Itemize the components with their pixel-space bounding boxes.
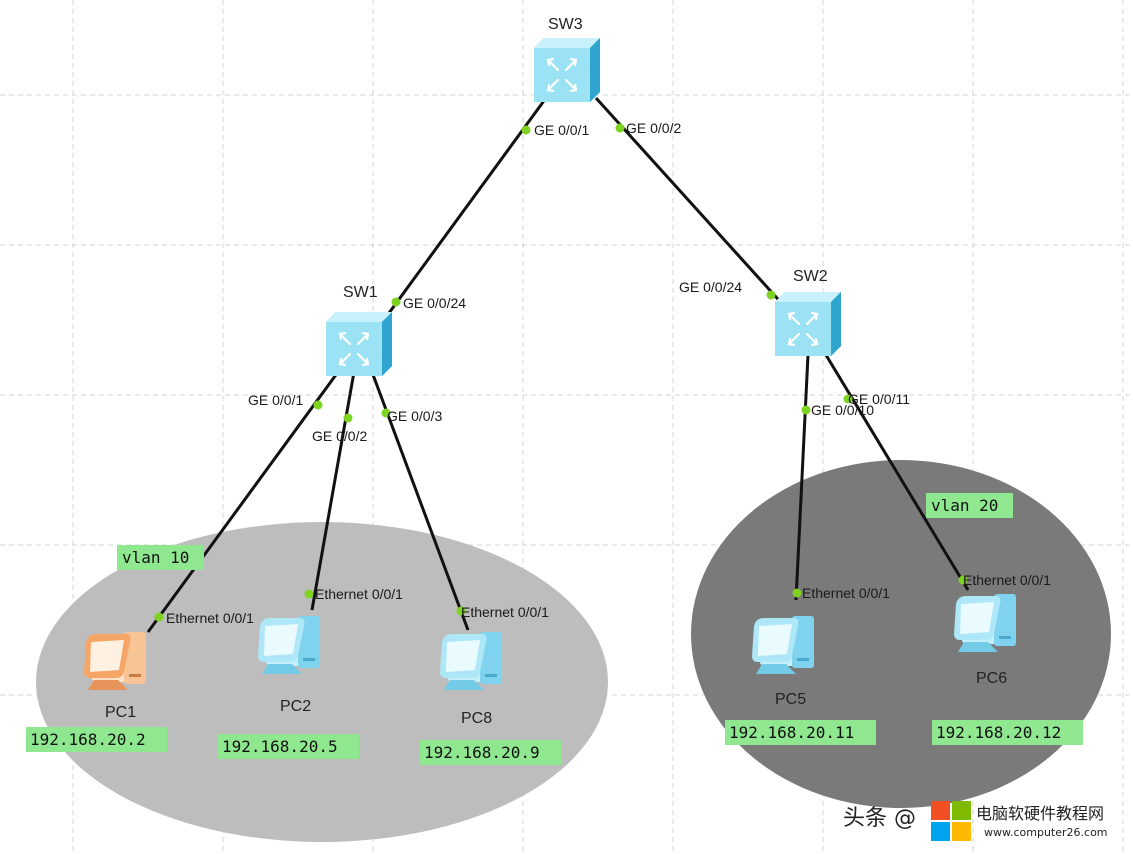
ip-label-pc2: 192.168.20.5 (218, 734, 359, 759)
port-label: GE 0/0/1 (248, 392, 303, 408)
svg-text:192.168.20.9: 192.168.20.9 (424, 743, 540, 762)
pc-label: PC5 (775, 691, 806, 708)
switch-icon (773, 290, 843, 358)
port-label: GE 0/0/11 (848, 391, 910, 407)
switch-sw3[interactable]: SW3 (532, 16, 602, 104)
pc-icon (84, 632, 146, 690)
switch-label: SW3 (548, 16, 583, 33)
svg-text:vlan 10: vlan 10 (122, 548, 189, 567)
port-label: GE 0/0/1 (534, 122, 589, 138)
watermark: 头条 @ 电脑软硬件教程网 www.computer26.com (843, 801, 1108, 841)
port-dot (843, 394, 853, 404)
ip-label-pc6: 192.168.20.12 (932, 720, 1083, 745)
port-dot (391, 297, 401, 307)
port-dot (456, 606, 466, 616)
link-sw2-pc6[interactable] (824, 354, 970, 591)
port-dot (381, 408, 391, 418)
ip-label-pc1: 192.168.20.2 (26, 727, 167, 752)
port-label: Ethernet 0/0/1 (963, 572, 1051, 588)
pc-pc6[interactable]: PC6 (954, 594, 1016, 687)
switch-icon (324, 310, 394, 378)
pc-pc8[interactable]: PC8 (440, 632, 502, 727)
watermark-text: 头条 @ (843, 806, 916, 831)
port-label: Ethernet 0/0/1 (166, 610, 254, 626)
ip-label-pc5: 192.168.20.11 (725, 720, 876, 745)
port-dot (304, 589, 314, 599)
switch-icon (532, 36, 602, 104)
pc-pc5[interactable]: PC5 (752, 616, 814, 708)
vlan20-label: vlan 20 (926, 493, 1013, 518)
watermark-url: www.computer26.com (984, 826, 1108, 839)
port-dots (154, 123, 968, 622)
port-label: GE 0/0/3 (387, 408, 442, 424)
port-label: GE 0/0/24 (679, 279, 742, 295)
link-sw2-pc5[interactable] (794, 354, 810, 601)
port-dot (313, 400, 323, 410)
svg-text:vlan 20: vlan 20 (931, 496, 998, 515)
switch-sw2[interactable]: SW2 (773, 268, 843, 358)
port-label: Ethernet 0/0/1 (802, 585, 890, 601)
svg-text:192.168.20.12: 192.168.20.12 (936, 723, 1061, 742)
port-label: GE 0/0/2 (312, 428, 367, 444)
pc-pc1[interactable]: PC1 (84, 632, 146, 721)
pc-label: PC8 (461, 710, 492, 727)
vlan10-label: vlan 10 (117, 545, 204, 570)
pc-label: PC1 (105, 704, 136, 721)
port-label: GE 0/0/10 (811, 402, 874, 418)
pc-icon (258, 616, 320, 674)
port-dot (792, 588, 802, 598)
pc-icon (954, 594, 1016, 652)
switch-label: SW1 (343, 284, 378, 301)
pc-pc2[interactable]: PC2 (258, 616, 320, 715)
pc-label: PC2 (280, 698, 311, 715)
port-label: GE 0/0/24 (403, 295, 466, 311)
pc-icon (752, 616, 814, 674)
port-dot (958, 575, 968, 585)
link-sw3-sw1[interactable] (360, 97, 548, 351)
ip-label-pc8: 192.168.20.9 (420, 740, 561, 765)
port-dot (801, 405, 811, 415)
link-sw1-pc2[interactable] (310, 371, 356, 611)
svg-text:192.168.20.5: 192.168.20.5 (222, 737, 338, 756)
switch-sw1[interactable]: SW1 (324, 284, 394, 378)
port-label: Ethernet 0/0/1 (461, 604, 549, 620)
windows-logo-icon (931, 801, 971, 841)
switch-label: SW2 (793, 268, 828, 285)
port-dot (343, 413, 353, 423)
link-sw3-sw2[interactable] (594, 96, 797, 320)
port-dot (766, 290, 776, 300)
port-label: GE 0/0/2 (626, 120, 681, 136)
port-dot (154, 612, 164, 622)
port-dot (615, 123, 625, 133)
port-dot (521, 125, 531, 135)
watermark-site: 电脑软硬件教程网 (976, 804, 1104, 823)
svg-text:192.168.20.11: 192.168.20.11 (729, 723, 854, 742)
port-label: Ethernet 0/0/1 (315, 586, 403, 602)
pc-icon (440, 632, 502, 690)
pc-label: PC6 (976, 670, 1007, 687)
svg-text:192.168.20.2: 192.168.20.2 (30, 730, 146, 749)
port-labels: GE 0/0/1 GE 0/0/2 GE 0/0/24 GE 0/0/24 GE… (166, 120, 1051, 626)
link-sw1-pc1[interactable] (146, 371, 340, 633)
